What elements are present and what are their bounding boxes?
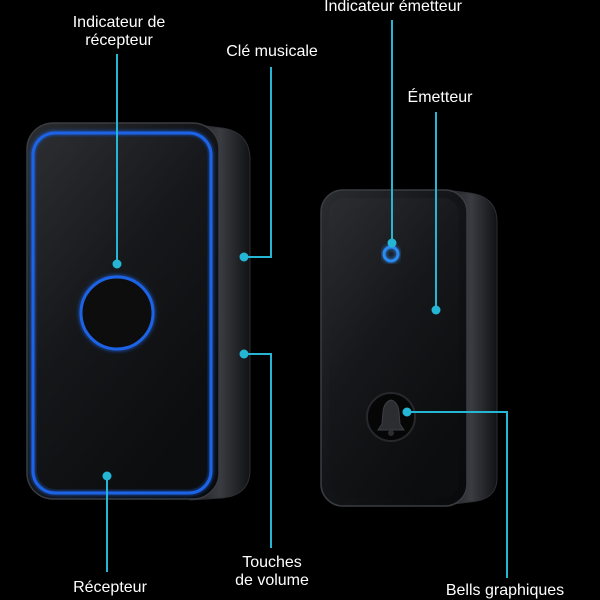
leader-line-bells-graphiques [407,411,508,578]
dot-emetteur [431,305,441,315]
label-touches-volume: Touches de volume [235,554,309,589]
label-emetteur: Émetteur [407,89,473,106]
label-indicateur-recepteur: Indicateur de récepteur [72,14,166,49]
dot-touches-volume [239,349,249,359]
transmitter-face [329,198,459,498]
dot-cle-musicale [239,252,249,262]
leader-lines [106,20,508,578]
label-cle-musicale: Clé musicale [226,43,318,60]
label-recepteur: Récepteur [73,579,147,596]
transmitter-device [320,189,498,507]
leader-dots [102,238,441,481]
leader-line-cle-musicale [244,67,272,258]
dot-bells-graphiques [402,407,412,417]
receiver-device [26,122,251,501]
dot-indicateur-emetteur [387,238,397,248]
leader-line-touches-volume [244,353,272,548]
label-indicateur-emetteur: Indicateur émetteur [324,0,462,15]
dot-recepteur [102,471,112,481]
dot-indicateur-recepteur [112,259,122,269]
label-bells-graphiques: Bells graphiques [445,582,565,599]
bell-icon [366,392,416,442]
receiver-glow-border [31,131,213,495]
ring-button-icon [79,275,155,351]
